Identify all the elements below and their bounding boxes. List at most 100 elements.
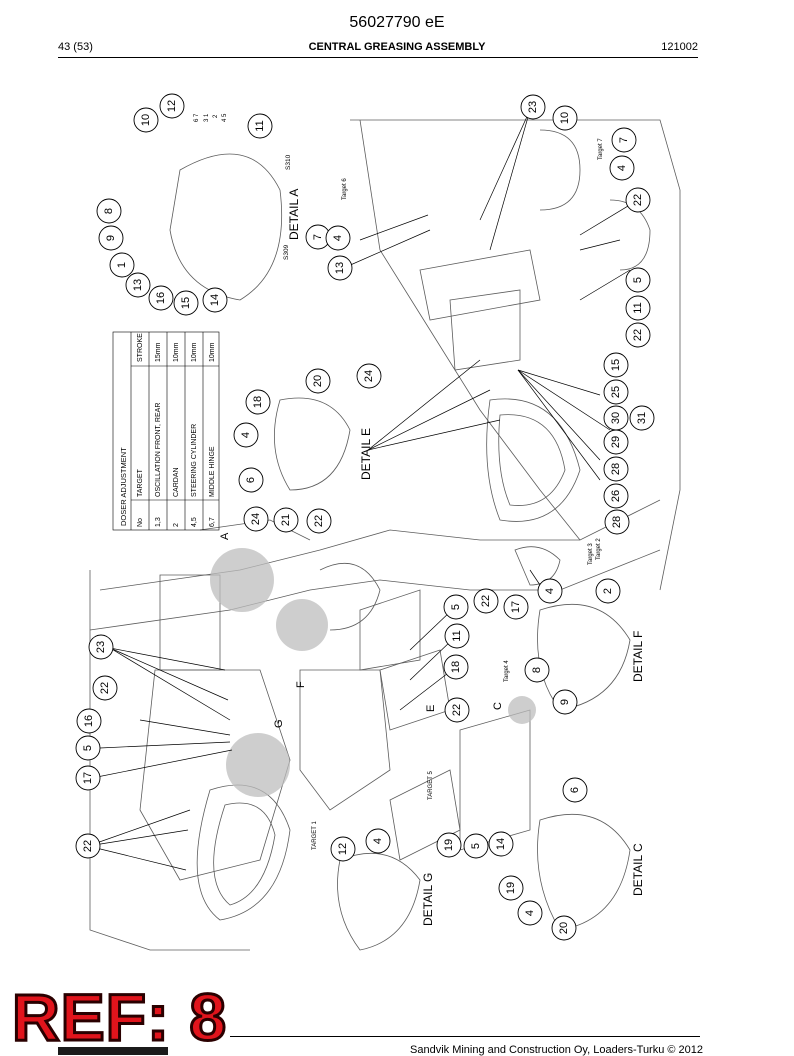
- callout-circle: [629, 405, 655, 431]
- callout-circle: [365, 828, 391, 854]
- port-number: 3 1: [204, 113, 210, 122]
- callout-balloon: 8: [96, 198, 122, 224]
- callout-balloon: 4: [537, 578, 563, 604]
- callout-balloon: 20: [551, 915, 577, 941]
- drawing-contour: [139, 669, 291, 881]
- callout-circle: [96, 198, 122, 224]
- callout-balloon: 19: [436, 832, 462, 858]
- callout-number: 22: [82, 840, 94, 852]
- callout-circle: [562, 777, 588, 803]
- table-cell: 15mm: [155, 342, 162, 362]
- callout-circle: [552, 105, 578, 131]
- leader-line: [99, 741, 231, 749]
- drawing-contour: [486, 398, 581, 522]
- callout-number: 13: [334, 262, 346, 274]
- callout-circle: [488, 831, 514, 857]
- callout-number: 21: [280, 514, 292, 526]
- callout-circle: [247, 113, 273, 139]
- callout-circle: [436, 832, 462, 858]
- callout-number: 4: [616, 165, 628, 171]
- callout-balloon: 22: [75, 833, 101, 859]
- drawing-contour: [169, 153, 283, 301]
- callout-circle: [625, 322, 651, 348]
- table-header-stroke: STROKE: [137, 333, 144, 362]
- callout-circle: [625, 187, 651, 213]
- target-4-label: Target 4: [504, 660, 510, 682]
- callout-circle: [517, 900, 543, 926]
- callout-number: 8: [531, 667, 543, 673]
- callout-balloon: 22: [473, 588, 499, 614]
- callout-number: 24: [250, 513, 262, 525]
- detail-a-label: DETAIL A: [287, 189, 301, 240]
- leader-line: [517, 369, 611, 431]
- view-letter-f: F: [295, 681, 307, 688]
- callout-balloon: 15: [603, 352, 629, 378]
- callout-number: 23: [95, 641, 107, 653]
- leader-line: [109, 647, 231, 721]
- table-cell: 10mm: [209, 342, 216, 362]
- callout-number: 16: [155, 292, 167, 304]
- callout-number: 19: [443, 839, 455, 851]
- callout-number: 4: [544, 588, 556, 594]
- callout-circle: [473, 588, 499, 614]
- callout-balloon: 4: [233, 422, 259, 448]
- callout-circle: [443, 594, 469, 620]
- callout-number: 14: [495, 838, 507, 850]
- drawing-contour: [299, 669, 391, 811]
- callout-number: 28: [610, 463, 622, 475]
- drawing-contour: [609, 199, 651, 271]
- callout-number: 6: [569, 787, 581, 793]
- callout-balloon: 5: [443, 594, 469, 620]
- doc-number: 56027790 eE: [349, 14, 445, 31]
- callout-balloon: 4: [365, 828, 391, 854]
- callout-circle: [595, 578, 621, 604]
- leader-line: [579, 269, 631, 301]
- callout-balloon: 14: [488, 831, 514, 857]
- callout-number: 17: [82, 772, 94, 784]
- callout-number: 22: [99, 682, 111, 694]
- callout-number: 9: [559, 699, 571, 705]
- callout-balloon: 29: [603, 429, 629, 455]
- callout-number: 10: [559, 112, 571, 124]
- table-header-target: TARGET: [137, 468, 144, 497]
- highlight-area: [226, 733, 290, 797]
- table-cell: 4,5: [191, 517, 198, 527]
- leader-line: [399, 669, 453, 711]
- table-cell: 6,7: [209, 517, 216, 527]
- callout-balloon: 16: [76, 708, 102, 734]
- callout-circle: [625, 267, 651, 293]
- callout-balloon: 17: [503, 594, 529, 620]
- table-cell: 2: [173, 523, 180, 527]
- table-cell: STEERING CYLINDER: [191, 424, 198, 497]
- callout-number: 10: [140, 114, 152, 126]
- callout-balloon: 10: [552, 105, 578, 131]
- detail-c-label: DETAIL C: [631, 843, 645, 896]
- drawing-contour: [459, 709, 531, 851]
- view-letter-g: G: [273, 719, 285, 728]
- callout-balloon: 11: [625, 295, 651, 321]
- callout-balloon: 22: [92, 675, 118, 701]
- leader-line: [517, 369, 601, 461]
- callout-balloon: 9: [98, 225, 124, 251]
- callout-balloon: 22: [444, 697, 470, 723]
- callout-circle: [202, 287, 228, 313]
- callout-balloon: 4: [325, 225, 351, 251]
- drawing-contour: [99, 499, 661, 591]
- callout-balloon: 5: [75, 735, 101, 761]
- callout-circle: [524, 657, 550, 683]
- detail-g-label: DETAIL G: [421, 873, 435, 926]
- callout-circle: [609, 155, 635, 181]
- callout-number: 5: [82, 745, 94, 751]
- leader-line: [489, 109, 531, 251]
- drawing-contour: [539, 129, 581, 211]
- callout-circle: [603, 456, 629, 482]
- leader-line: [139, 719, 231, 736]
- callout-balloon: 22: [625, 187, 651, 213]
- callout-circle: [159, 93, 185, 119]
- table-cell: MIDDLE HINGE: [209, 446, 216, 497]
- drawing-contour: [89, 570, 250, 951]
- leader-line: [87, 845, 187, 871]
- callout-number: 18: [252, 396, 264, 408]
- callout-balloon: 9: [552, 689, 578, 715]
- callout-circle: [552, 689, 578, 715]
